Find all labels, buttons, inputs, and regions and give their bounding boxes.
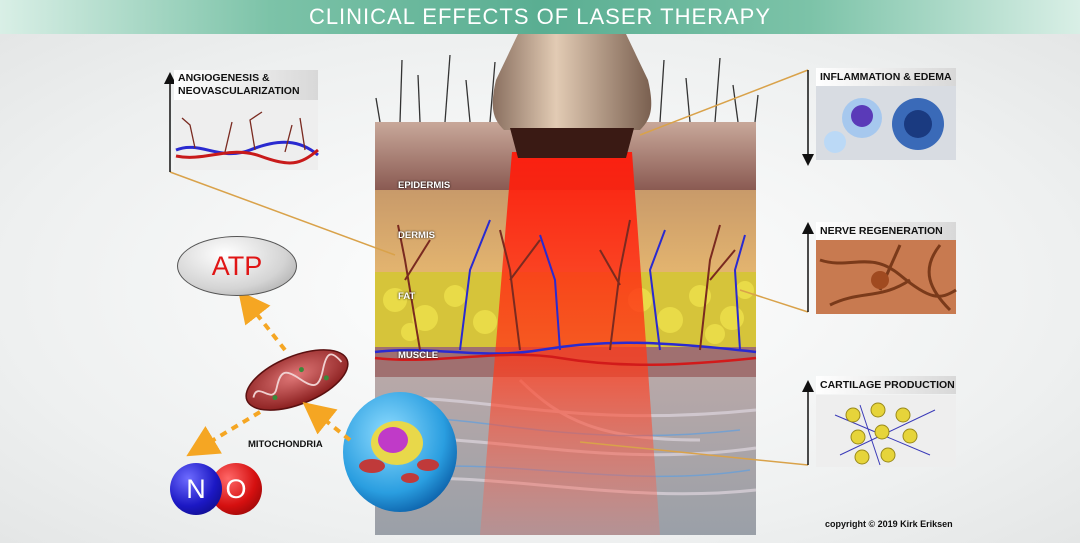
pathway-arrows bbox=[186, 290, 352, 457]
cartilage-header-bg bbox=[816, 376, 956, 394]
effect-arrows bbox=[164, 70, 814, 465]
nitrogen-atom: N bbox=[170, 463, 222, 515]
blood-vessels bbox=[374, 219, 757, 367]
angiogenesis-label: ANGIOGENESIS & NEOVASCULARIZATION bbox=[178, 72, 300, 98]
angiogenesis-label-line1: ANGIOGENESIS & bbox=[178, 72, 270, 84]
angiogenesis-image bbox=[174, 100, 319, 170]
leader-lines bbox=[169, 69, 809, 466]
laser-probe bbox=[492, 34, 652, 158]
angiogenesis-label-line2: NEOVASCULARIZATION bbox=[178, 85, 300, 97]
label-fat: FAT bbox=[398, 291, 416, 302]
mitochondrion-illustration bbox=[245, 349, 349, 411]
label-muscle: MUSCLE bbox=[398, 350, 439, 361]
nerve-label: NERVE REGENERATION bbox=[820, 225, 943, 237]
label-dermis: DERMIS bbox=[398, 230, 435, 241]
hair-strands bbox=[375, 54, 759, 123]
angiogenesis-header-bg bbox=[174, 70, 318, 100]
cartilage-label: CARTILAGE PRODUCTION bbox=[820, 379, 955, 391]
page-title: CLINICAL EFFECTS OF LASER THERAPY bbox=[0, 0, 1080, 34]
laser-beam bbox=[480, 152, 660, 535]
copyright-text: copyright © 2019 Kirk Eriksen bbox=[825, 519, 953, 529]
atp-bubble: ATP bbox=[177, 236, 297, 296]
inflammation-label: INFLAMMATION & EDEMA bbox=[820, 71, 952, 83]
label-epidermis: EPIDERMIS bbox=[398, 180, 451, 191]
nerve-image bbox=[816, 240, 957, 314]
cartilage-image bbox=[816, 395, 956, 467]
mitochondria-label: MITOCHONDRIA bbox=[248, 439, 323, 450]
cell-illustration bbox=[343, 392, 457, 512]
nerve-header-bg bbox=[816, 222, 956, 240]
inflammation-image bbox=[816, 86, 956, 160]
inflammation-header-bg bbox=[816, 68, 956, 86]
